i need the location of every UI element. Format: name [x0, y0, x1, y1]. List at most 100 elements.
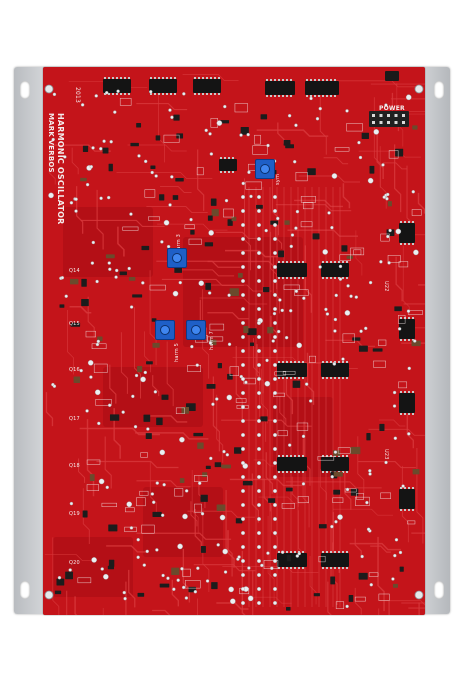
- silkscreen-outline: [206, 336, 224, 342]
- ic-pin: [306, 95, 308, 97]
- trace: [377, 536, 385, 612]
- via-pad: [341, 357, 345, 361]
- ic-pin: [334, 261, 336, 263]
- via-pad: [143, 370, 148, 375]
- silkscreen-outline: [380, 233, 390, 242]
- smd-component: [156, 417, 163, 426]
- via-pad: [406, 309, 411, 313]
- smd-component: [143, 414, 151, 422]
- via-pad: [256, 447, 261, 452]
- trace: [396, 83, 404, 147]
- trace: [333, 508, 394, 516]
- trimmer-pot-harm5: [155, 320, 175, 340]
- via-pad: [256, 222, 261, 227]
- ic-pin: [294, 471, 296, 473]
- via-pad: [318, 106, 322, 111]
- via-pad: [302, 296, 306, 300]
- via-pad: [105, 485, 109, 490]
- smd-component: [54, 590, 62, 595]
- trace: [190, 501, 198, 527]
- via-pad: [296, 342, 303, 349]
- ground-plane: [63, 207, 153, 277]
- via-pad: [349, 294, 353, 298]
- via-pad: [395, 228, 402, 235]
- via-pad: [94, 94, 98, 98]
- silkscreen-outline: [350, 247, 365, 256]
- ic-pin: [302, 261, 304, 263]
- smd-component: [108, 559, 115, 567]
- ic-pin: [400, 221, 402, 223]
- header-pin: [402, 121, 405, 124]
- via-pad: [256, 320, 261, 325]
- board-author: MARK VERBOS: [47, 113, 55, 173]
- via-pad: [333, 317, 338, 322]
- via-pad: [272, 349, 277, 354]
- ic-pin: [198, 93, 200, 95]
- via-pad: [256, 545, 261, 550]
- trace: [102, 607, 104, 615]
- ic-chip: [305, 81, 339, 95]
- ic-pin: [326, 377, 328, 379]
- via-pad: [129, 212, 133, 216]
- via-pad: [182, 92, 186, 96]
- via-pad: [385, 197, 389, 201]
- ic-pin: [412, 339, 414, 341]
- smd-component: [361, 132, 369, 139]
- smd-component: [159, 583, 170, 588]
- trace: [221, 419, 312, 427]
- silkscreen-outline: [344, 488, 357, 493]
- silkscreen-outline: [387, 255, 401, 263]
- ic-pin: [404, 243, 406, 245]
- trace: [320, 469, 327, 500]
- ic-pin: [326, 95, 328, 97]
- via-pad: [141, 281, 145, 285]
- smd-component: [227, 219, 233, 226]
- via-pad: [180, 567, 184, 571]
- smd-component: [240, 126, 249, 135]
- via-pad: [136, 555, 140, 559]
- ic-pin: [158, 77, 160, 79]
- silkscreen-outline: [388, 150, 399, 159]
- smd-component: [267, 326, 274, 334]
- ic-pin: [120, 77, 122, 79]
- via-pad: [346, 284, 350, 288]
- trace: [71, 147, 79, 175]
- via-pad: [368, 469, 372, 473]
- silkscreen-outline: [229, 366, 239, 376]
- via-pad: [240, 264, 245, 269]
- ic-pin: [170, 77, 172, 79]
- silkscreen-outline: [282, 370, 296, 375]
- trace: [200, 284, 272, 292]
- via-pad: [256, 363, 261, 368]
- trace: [215, 231, 260, 240]
- header-pin: [379, 114, 383, 117]
- ic-pin: [158, 93, 160, 95]
- via-pad: [293, 160, 297, 164]
- ic-pin: [408, 243, 410, 245]
- smd-component: [286, 606, 291, 611]
- via-pad: [163, 219, 170, 226]
- ic-pin: [218, 93, 220, 95]
- via-pad: [393, 553, 397, 558]
- smd-component: [399, 566, 404, 572]
- ic-pin: [326, 567, 328, 569]
- smd-component: [206, 384, 216, 389]
- via-pad: [272, 573, 277, 578]
- ic-pin: [334, 95, 336, 97]
- smd-component: [152, 342, 160, 348]
- board-year: 2013: [74, 87, 81, 104]
- via-pad: [137, 154, 141, 158]
- via-pad: [209, 456, 213, 461]
- trace: [388, 600, 390, 615]
- smd-component: [70, 322, 81, 327]
- ic-pin: [154, 77, 156, 79]
- smd-component: [231, 216, 237, 222]
- silkscreen-outline: [295, 172, 308, 182]
- ic-pin: [408, 317, 410, 319]
- ic-pin: [412, 243, 414, 245]
- ic-pin: [326, 361, 328, 363]
- trace: [406, 414, 414, 449]
- via-pad: [381, 163, 385, 167]
- via-pad: [271, 339, 275, 343]
- ic-chip: [399, 489, 415, 509]
